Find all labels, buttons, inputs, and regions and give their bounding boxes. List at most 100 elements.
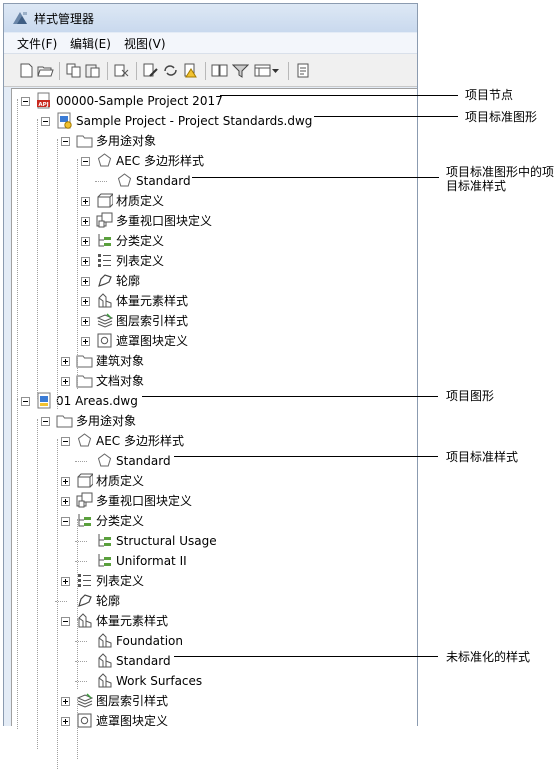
collapse-icon[interactable] xyxy=(61,517,70,526)
tree-row[interactable]: 分类定义 xyxy=(12,231,417,251)
layer-icon xyxy=(76,693,93,708)
collapse-icon[interactable] xyxy=(61,437,70,446)
callout-project-standard-style: 项目标准样式 xyxy=(446,450,519,464)
expand-icon[interactable] xyxy=(81,257,90,266)
tree-row[interactable]: 材质定义 xyxy=(12,471,417,491)
open-icon[interactable] xyxy=(37,63,54,78)
tree-label-node: 轮廓 xyxy=(96,594,121,608)
tree-row[interactable]: Foundation xyxy=(12,631,417,651)
tree-connector xyxy=(75,541,87,542)
tree-connector xyxy=(75,641,87,642)
expand-icon[interactable] xyxy=(61,497,70,506)
project-icon: APJ xyxy=(37,92,50,109)
tree-row[interactable]: Structural Usage xyxy=(12,531,417,551)
tree-row[interactable]: 图层索引样式 xyxy=(12,311,417,331)
collapse-icon[interactable] xyxy=(41,117,50,126)
tree-label-01-areas-dwg: 01 Areas.dwg xyxy=(56,394,138,408)
tree-row[interactable]: 多重视口图块定义 xyxy=(12,491,417,511)
tree-label-aec: AEC 多边形样式 xyxy=(116,154,204,168)
style-manager-icon xyxy=(13,12,27,24)
tree-label-node: 体量元素样式 xyxy=(96,614,169,628)
tree-row[interactable]: 建筑对象 xyxy=(12,351,417,371)
polygon-icon xyxy=(77,433,92,447)
menu-edit[interactable]: 编辑(E) xyxy=(70,37,111,51)
expand-icon[interactable] xyxy=(81,237,90,246)
tree-guide xyxy=(77,619,78,659)
tree-row[interactable]: 01 Areas.dwg xyxy=(12,391,417,411)
edit-icon[interactable] xyxy=(142,63,159,78)
tree-row[interactable]: 遮罩图块定义 xyxy=(12,331,417,351)
tree-row[interactable]: Work Surfaces xyxy=(12,671,417,691)
tree-row[interactable]: 遮罩图块定义 xyxy=(12,711,417,731)
expand-icon[interactable] xyxy=(61,357,70,366)
purge-icon[interactable] xyxy=(113,63,130,78)
dropdown-icon[interactable] xyxy=(271,63,280,78)
tree-connector xyxy=(75,561,87,562)
toolbar xyxy=(4,54,417,87)
expand-icon[interactable] xyxy=(61,697,70,706)
tree-row[interactable]: 图层索引样式 xyxy=(12,691,417,711)
tree-row[interactable]: 体量元素样式 xyxy=(12,291,417,311)
warning-icon[interactable] xyxy=(182,63,199,78)
expand-icon[interactable] xyxy=(61,717,70,726)
collapse-icon[interactable] xyxy=(41,417,50,426)
tree-row[interactable]: 多用途对象 xyxy=(12,411,417,431)
tree-row[interactable]: AEC 多边形样式 xyxy=(12,431,417,451)
tree-row[interactable]: 多重视口图块定义 xyxy=(12,211,417,231)
tree-row[interactable]: 轮廓 xyxy=(12,271,417,291)
expand-icon[interactable] xyxy=(61,477,70,486)
expand-icon[interactable] xyxy=(81,197,90,206)
collapse-icon[interactable] xyxy=(21,97,30,106)
drawing-icon[interactable] xyxy=(295,63,312,78)
tree-row[interactable]: Standard xyxy=(12,171,417,191)
expand-icon[interactable] xyxy=(81,297,90,306)
tree-row[interactable]: Standard xyxy=(12,651,417,671)
tree-row[interactable]: 列表定义 xyxy=(12,571,417,591)
tree-row[interactable]: AEC 多边形样式 xyxy=(12,151,417,171)
menu-bar: 文件(F) 编辑(E) 视图(V) xyxy=(4,33,417,54)
tree-row[interactable]: 分类定义 xyxy=(12,511,417,531)
copy-icon[interactable] xyxy=(65,63,82,78)
expand-icon[interactable] xyxy=(81,337,90,346)
tree-row[interactable]: Sample Project - Project Standards.dwg xyxy=(12,111,417,131)
collapse-icon[interactable] xyxy=(21,397,30,406)
tree-guide xyxy=(77,699,78,759)
tree-row[interactable]: 材质定义 xyxy=(12,191,417,211)
tree-label-uniformat-ii: Uniformat II xyxy=(116,554,187,568)
tree-guide xyxy=(57,139,58,409)
expand-icon[interactable] xyxy=(81,217,90,226)
expand-icon[interactable] xyxy=(81,277,90,286)
tree-label-node: 图层索引样式 xyxy=(96,694,169,708)
expand-icon[interactable] xyxy=(61,577,70,586)
tree-row[interactable]: 轮廓 xyxy=(12,591,417,611)
tree-row[interactable]: 多用途对象 xyxy=(12,131,417,151)
expand-icon[interactable] xyxy=(61,377,70,386)
menu-file[interactable]: 文件(F) xyxy=(17,37,58,51)
collapse-icon[interactable] xyxy=(61,137,70,146)
collapse-icon[interactable] xyxy=(61,617,70,626)
collapse-icon[interactable] xyxy=(81,157,90,166)
tree-row[interactable]: Standard xyxy=(12,451,417,471)
sync-icon[interactable] xyxy=(162,63,179,78)
menu-view[interactable]: 视图(V) xyxy=(124,37,166,51)
expand-icon[interactable] xyxy=(81,317,90,326)
drawing-icon xyxy=(37,392,51,409)
new-icon[interactable] xyxy=(18,63,35,78)
tree-row[interactable]: 体量元素样式 xyxy=(12,611,417,631)
tree-row[interactable]: 列表定义 xyxy=(12,251,417,271)
tree-label-foundation: Foundation xyxy=(116,634,183,648)
callout-project-node: 项目节点 xyxy=(465,88,514,102)
tree-row[interactable]: Uniformat II xyxy=(12,551,417,571)
filter-icon[interactable] xyxy=(232,63,249,78)
compare-icon[interactable] xyxy=(211,63,228,78)
tree-row[interactable]: 文档对象 xyxy=(12,371,417,391)
material-icon xyxy=(77,473,93,488)
mask-icon xyxy=(97,333,112,348)
profile-icon xyxy=(98,274,112,287)
tree-label-node: 遮罩图块定义 xyxy=(96,714,169,728)
tree-label-node: 多用途对象 xyxy=(76,414,137,428)
view-icon[interactable] xyxy=(254,63,271,78)
paste-icon[interactable] xyxy=(84,63,101,78)
